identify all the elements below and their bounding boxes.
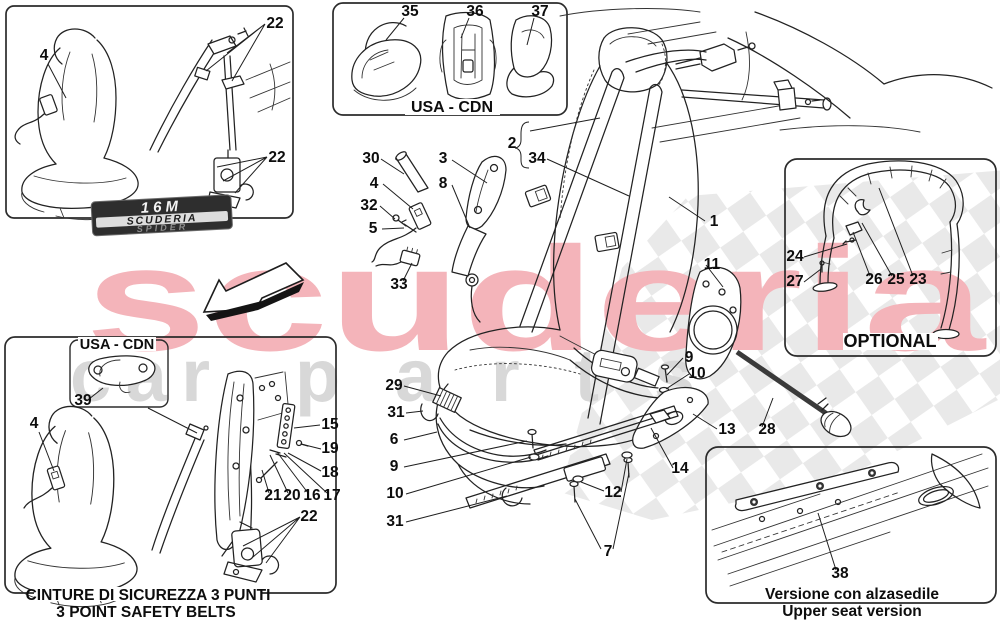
callout-16: 16 [303,487,321,504]
callout-35: 35 [401,3,419,20]
callout-4: 4 [40,47,49,64]
child-seats-box-label: USA - CDN [411,99,493,116]
badge-line3: SPIDER [136,221,188,234]
rollbar-illustration [812,160,964,340]
callout-19: 19 [321,440,339,457]
callout-24: 24 [786,248,804,265]
callout-14: 14 [671,460,689,477]
sixteen-m-scuderia-badge: 16M SCUDERIA SPIDER [90,194,233,237]
upper-seat-caption-it: Versione con alzasedile [765,586,939,603]
rollbar-box [784,158,997,357]
callout-11: 11 [704,256,721,273]
three-point-caption-it: CINTURE DI SICUREZZA 3 PUNTI [26,587,271,604]
callout-5: 5 [369,220,378,237]
callout-31: 31 [386,513,404,530]
main-seat-harness-illustration [371,27,852,509]
badge-line1: 16M [140,198,182,217]
box-labels: USA - CDN OPTIONAL USA - CDN CINTURE DI … [26,99,941,621]
callout-18: 18 [321,464,339,481]
callout-37: 37 [531,3,548,20]
callout-4: 4 [370,175,379,192]
callout-10: 10 [386,485,403,502]
callout-22: 22 [300,508,317,525]
direction-arrow [202,262,305,321]
callout-22: 22 [268,149,285,166]
callout-9: 9 [390,458,399,475]
callout-20: 20 [283,487,300,504]
callout-25: 25 [887,271,905,288]
callout-9: 9 [685,349,694,366]
callout-22: 22 [266,15,283,32]
callout-leader-lines [38,17,914,571]
callout-23: 23 [909,271,927,288]
child-seats-illustration [351,11,555,101]
badge-line2: SCUDERIA [126,212,197,228]
callout-4: 4 [30,415,39,432]
three-point-caption-en: 3 POINT SAFETY BELTS [56,604,235,621]
callout-31: 31 [387,404,405,421]
callout-29: 29 [385,377,403,394]
callout-33: 33 [390,276,408,293]
callout-21: 21 [264,487,282,504]
callout-28: 28 [758,421,776,438]
callout-26: 26 [865,271,883,288]
callout-10: 10 [688,365,705,382]
callout-30: 30 [362,150,379,167]
callout-1: 1 [710,213,719,230]
upper-seat-illustration [711,453,989,587]
callout-3: 3 [439,150,448,167]
callout-8: 8 [439,175,448,192]
callout-38: 38 [831,565,849,582]
callout-6: 6 [390,431,399,448]
callout-27: 27 [786,273,803,290]
callout-12: 12 [604,484,621,501]
callout-17: 17 [323,487,340,504]
callout-39: 39 [74,392,92,409]
callout-34: 34 [528,150,546,167]
driver-seat-illustration [14,27,291,221]
callout-36: 36 [466,3,484,20]
inner-usa-cdn-label: USA - CDN [80,337,154,353]
upper-seat-caption-en: Upper seat version [782,603,922,620]
callout-2: 2 [508,135,517,152]
rollbar-box-label: OPTIONAL [844,331,937,351]
callout-32: 32 [360,197,377,214]
callout-15: 15 [321,416,339,433]
body-anchor-rails-illustration [559,8,993,143]
callout-13: 13 [718,421,736,438]
three-point-belt-illustration [14,355,309,608]
callout-7: 7 [604,543,613,560]
upper-seat-box [705,446,997,604]
